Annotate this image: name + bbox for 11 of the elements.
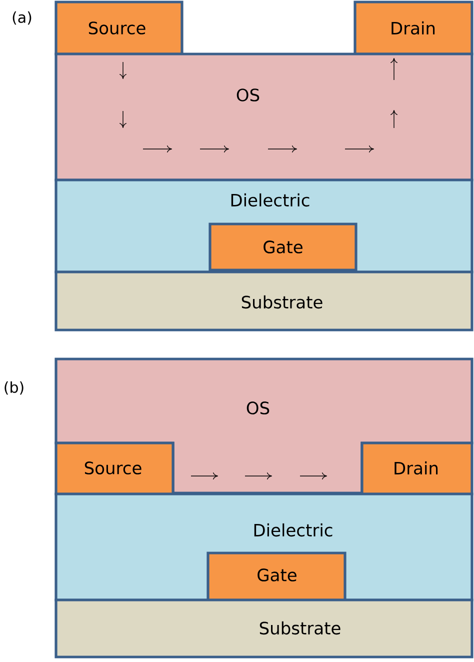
electrode-box: Gate [206, 552, 346, 602]
electrode-box: Gate [208, 222, 358, 272]
electrode-box: Drain [354, 0, 474, 56]
electrode-box: Drain [360, 442, 474, 496]
panel-label: (b) [4, 381, 24, 395]
electrode-box: Source [54, 442, 174, 496]
layer: Substrate [54, 598, 474, 658]
panel-label: (a) [12, 11, 32, 25]
electrode-box: Source [54, 0, 184, 56]
layer: Substrate [54, 270, 474, 332]
layer: OS [54, 52, 474, 182]
